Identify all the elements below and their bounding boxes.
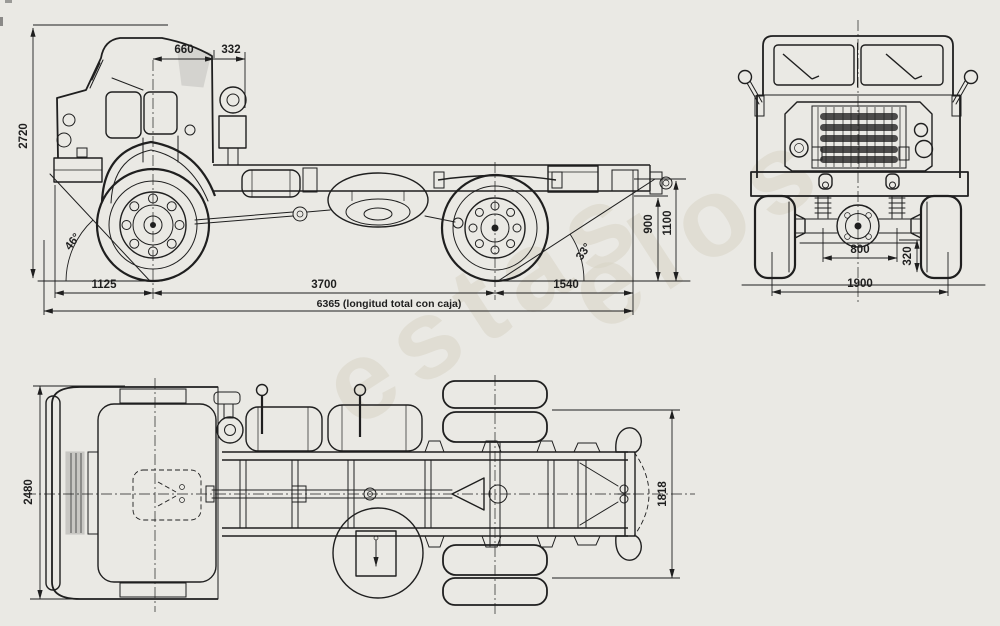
front-view: 800 320 1900 [737,20,986,302]
dim-spring-centers: 800 [850,244,869,256]
diff-input-cone [451,477,485,511]
cab-roof-outline [762,35,954,95]
fuel-cap [184,124,196,136]
rear-wheel [440,173,550,283]
scan-speck [5,0,12,3]
dim-overall-height: 2720 [18,123,30,149]
dim-frame-bottom-height: 900 [643,214,655,233]
rear-tire-outer [442,380,548,409]
rear-tire-inner [442,544,548,576]
spring-right [888,195,906,219]
grille-frame [811,105,907,169]
bumper [750,171,969,197]
headlight [62,113,76,127]
air-tank [241,169,301,198]
crossmembers [239,459,587,529]
windshield-left [773,44,855,86]
fuel-tank-2 [327,404,423,452]
dim-overall-length: 6365 (longitud total con caja) [317,298,462,310]
cab-outline [56,37,214,164]
shackle-right [885,173,900,190]
stowage-box [355,530,397,577]
spare-wheel [327,172,429,228]
blinker [76,147,88,158]
shackle-left [818,173,833,190]
dim-rear-tires-inner-width: 1818 [657,481,669,507]
pintle-hook-plan [619,484,629,494]
tow-hook [659,176,673,190]
dim-axle-to-cab-rear: 660 [174,44,193,56]
u-joint [292,206,308,222]
frame-brackets [424,440,601,548]
dim-cab-rear-to-stack: 332 [221,44,240,56]
rear-fender [615,427,642,453]
cab-plan-outline [51,386,218,600]
mirror-right [951,69,979,117]
dim-overall-width: 2480 [23,479,35,505]
bracket [302,167,318,193]
wiper-left [782,53,813,80]
marker-lamp-right [913,122,929,138]
air-cleaner-plan [216,416,244,444]
dim-wheelbase: 3700 [311,279,337,291]
engine-outline [132,469,202,521]
spring-left [814,195,832,219]
dim-frame-top-height: 1100 [662,211,674,236]
windshield-plan [65,451,85,535]
headlight-right [914,139,934,159]
stack-canister [218,115,247,149]
windshield-right [860,44,944,86]
rear-tire-outer [442,577,548,606]
rear-tire-inner [442,411,548,443]
rear-hook-plate [649,171,663,195]
headlight [56,132,72,148]
cab-window [143,91,178,135]
cab-window [105,91,142,139]
dim-rear-overhang: 1540 [553,279,579,291]
cab-rear-vent [176,45,212,88]
u-joint-plan [363,487,377,501]
tool-box [611,169,639,192]
plan-view: 2480 1818 [23,375,695,615]
u-joint-plan [291,485,307,503]
dim-track-width: 1900 [847,278,873,290]
bumper-plan [45,395,61,591]
grille-surround [784,101,933,172]
spare-wheel-plan [332,507,424,599]
scan-speck [0,17,3,26]
side-view: 2720 660 332 46° 33° 900 1100 1125 3700 … [18,24,691,315]
grille-slats [820,113,898,163]
front-fender [100,140,217,203]
wiper-right [885,53,916,80]
dim-axle-height: 320 [902,246,914,265]
headlight-left [789,138,809,158]
dim-front-overhang: 1125 [92,279,118,291]
fuel-tank-1 [245,406,323,452]
rear-fender [615,535,642,561]
air-cleaner [219,86,247,114]
